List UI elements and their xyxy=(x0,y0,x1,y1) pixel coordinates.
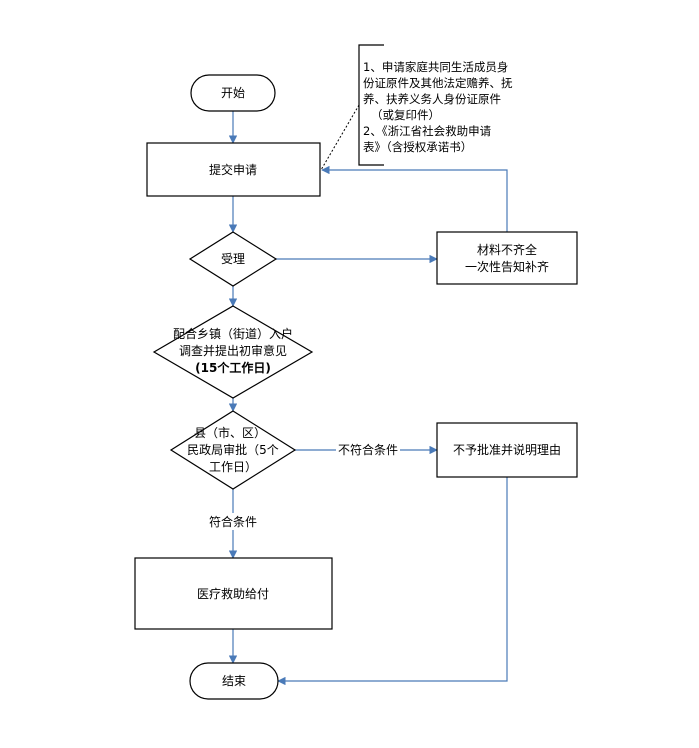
note-line1: 1、申请家庭共同生活成员身 xyxy=(363,60,508,74)
investigate-label-line3: (15个工作日) xyxy=(195,360,271,375)
note-line3: 养、扶养义务人身份证原件 xyxy=(363,92,501,106)
start-terminal xyxy=(190,74,276,112)
incomplete-box xyxy=(436,231,578,285)
review-label-line3: 工作日） xyxy=(209,460,257,474)
investigate-label-line1: 配合乡镇（街道）入户 xyxy=(173,326,293,341)
not-qualified-label: 不符合条件 xyxy=(338,442,398,457)
qualified-label-bg xyxy=(203,513,263,530)
qualified-label: 符合条件 xyxy=(209,514,257,529)
submit-label: 提交申请 xyxy=(209,162,257,177)
incomplete-label-line1: 材料不齐全 xyxy=(477,242,537,257)
end-label: 结束 xyxy=(222,674,246,688)
incomplete-label-line2: 一次性告知补齐 xyxy=(465,259,549,274)
note-line2: 份证原件及其他法定赡养、抚 xyxy=(363,76,513,90)
edge-incomplete-to-submit xyxy=(321,165,508,232)
review-diamond xyxy=(169,410,297,490)
submit-box xyxy=(146,142,321,197)
reject-label: 不予批准并说明理由 xyxy=(453,442,561,457)
accept-label: 受理 xyxy=(221,252,245,266)
investigate-diamond xyxy=(152,305,314,399)
edge-reject-to-end xyxy=(277,477,508,686)
review-label-line2: 民政局审批（5个 xyxy=(187,442,279,457)
note-line4: （或复印件） xyxy=(371,108,440,122)
review-label-line1: 县（市、区） xyxy=(194,425,266,440)
connectors xyxy=(228,111,508,686)
start-label: 开始 xyxy=(221,86,245,100)
not-qualified-label-bg xyxy=(336,441,400,458)
investigate-label-line2: 调查并提出初审意见 xyxy=(179,343,287,358)
payout-label: 医疗救助给付 xyxy=(197,586,269,601)
reject-box xyxy=(436,422,578,478)
note-line6: 表》（含授权承诺书） xyxy=(363,140,472,154)
accept-diamond xyxy=(188,231,278,287)
end-terminal xyxy=(189,662,279,700)
note-leader xyxy=(320,104,360,171)
payout-box xyxy=(134,557,333,630)
note-line5: 2、《浙江省社会救助申请 xyxy=(363,124,492,138)
